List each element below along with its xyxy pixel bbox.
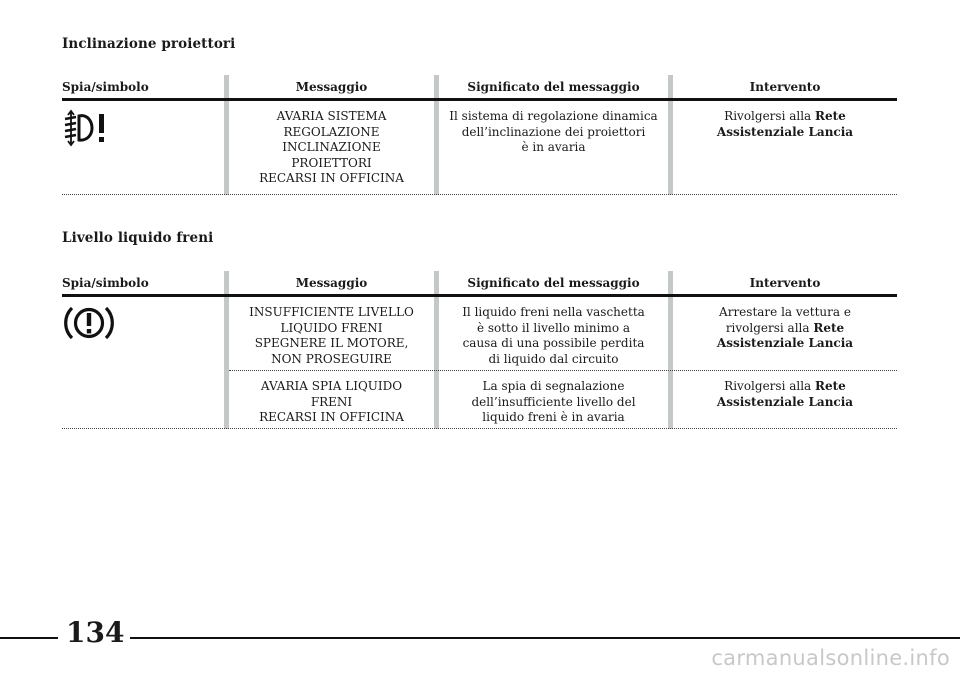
headlamp-levelling-warning-icon: [64, 109, 104, 147]
header-significato: Significato del messaggio: [467, 276, 640, 290]
header-rule: [62, 98, 897, 101]
header-intervento: Intervento: [749, 276, 821, 290]
column-separator: [434, 75, 439, 195]
section-title: Inclinazione proiettori: [62, 36, 236, 52]
action-cell: Rivolgersi alla Rete Assistenziale Lanci…: [716, 109, 854, 139]
column-separator: [668, 271, 673, 429]
row-divider: [62, 428, 897, 429]
action-cell: Arrestare la vettura e rivolgersi alla R…: [716, 305, 854, 350]
row-divider: [62, 194, 897, 195]
header-spia: Spia/simbolo: [62, 276, 149, 290]
header-rule: [62, 294, 897, 297]
section-title: Livello liquido freni: [62, 230, 214, 246]
header-messaggio: Messaggio: [295, 80, 368, 94]
column-separator: [668, 75, 673, 195]
section-brake-fluid: Livello liquido freni Spia/simbolo Messa…: [62, 230, 897, 429]
section-headlamp-levelling: Inclinazione proiettori Spia/simbolo Mes…: [62, 36, 897, 195]
message-cell: AVARIA SISTEMA REGOLAZIONE INCLINAZIONE …: [259, 109, 404, 185]
footer-rule-right: [130, 637, 960, 639]
watermark: carmanualsonline.info: [711, 646, 950, 670]
message-cell: AVARIA SPIA LIQUIDO FRENI RECARSI IN OFF…: [259, 379, 404, 424]
header-intervento: Intervento: [749, 80, 821, 94]
footer-rule-left: [0, 637, 58, 639]
header-significato: Significato del messaggio: [467, 80, 640, 94]
header-messaggio: Messaggio: [295, 276, 368, 290]
page-number: 134: [66, 616, 125, 649]
column-separator: [434, 271, 439, 429]
row-divider: [229, 370, 897, 371]
action-cell: Rivolgersi alla Rete Assistenziale Lanci…: [716, 379, 854, 409]
meaning-cell: La spia di segnalazione dell’insufficien…: [471, 379, 636, 424]
column-separator: [224, 75, 229, 195]
column-separator: [224, 271, 229, 429]
header-spia: Spia/simbolo: [62, 80, 149, 94]
brake-fluid-warning-icon: [64, 306, 114, 340]
message-cell: INSUFFICIENTE LIVELLO LIQUIDO FRENI SPEG…: [249, 305, 414, 366]
meaning-cell: Il sistema di regolazione dinamica dell’…: [449, 109, 658, 154]
meaning-cell: Il liquido freni nella vaschetta è sotto…: [462, 305, 645, 366]
